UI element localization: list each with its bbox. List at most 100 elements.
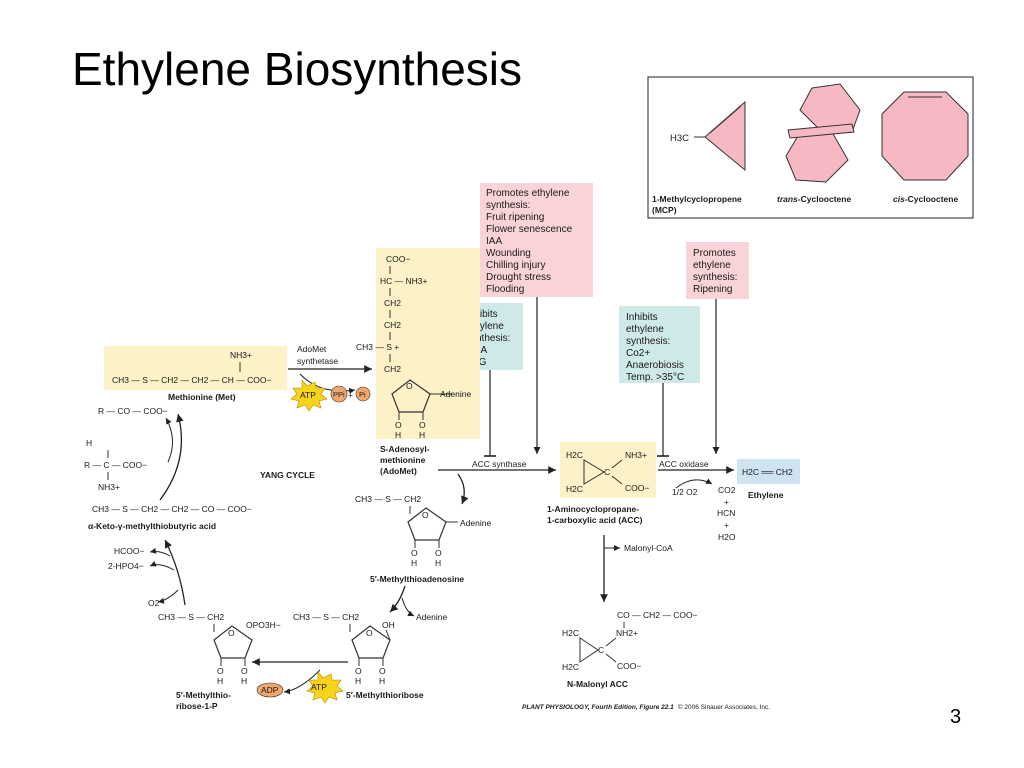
svg-text:O: O <box>228 628 235 638</box>
acc-structure: H2C H2C C NH3+ COO− <box>560 442 656 498</box>
mcp-structure: H3C <box>670 100 746 172</box>
acc-label: 1-Aminocyclopropane- <box>547 504 639 514</box>
svg-text:H: H <box>217 676 223 686</box>
svg-text:O: O <box>422 510 429 520</box>
inhibitor-inset-panel: H3C 1-Methylcyclopropene (MCP) trans-Cyc… <box>647 76 974 219</box>
met-chain: CH3 — S — CH2 — CH2 — CH — COO− <box>112 375 271 385</box>
mcp-label: 1-Methylcyclopropene <box>652 194 742 204</box>
cis-cyclooctene-structure <box>881 91 969 181</box>
svg-text:O: O <box>395 420 402 430</box>
aa-mid: R — C — COO− <box>84 460 147 470</box>
mtr1p-label-2: ribose-1-P <box>176 701 218 711</box>
h2o-label: H2O <box>718 532 736 542</box>
acc-h2c-top: H2C <box>566 450 583 460</box>
mtr-oh: OH <box>382 620 395 630</box>
hcn-label: HCN <box>717 508 735 518</box>
acc-synthase-label: ACC synthase <box>472 459 527 469</box>
mta-structure: CH3 — S — CH2 O Adenine O O H H <box>355 494 491 568</box>
adomet-structure: COO− HC — NH3+ CH2 CH2 CH3 — S + CH2 O A… <box>356 248 480 440</box>
cis-cyclooctene-label: cis-Cyclooctene <box>893 194 958 204</box>
ppi-label: PPi <box>333 390 345 399</box>
n-malonyl-acc-structure: CO — CH2 — COO− NH2+ H2C H2C C COO− <box>562 610 698 672</box>
inhibits-oxidase-text: Inhibits ethylene synthesis: Co2+ Anaero… <box>626 312 687 383</box>
keto-label: α-Keto-γ-methylthiobutyric acid <box>88 521 216 531</box>
mtr1p-label: 5′-Methylthio- <box>176 690 231 700</box>
atp-label-1: ATP <box>300 390 316 400</box>
promotes-ripening-text: Promotes ethylene synthesis: Ripening <box>693 248 740 295</box>
adomet-coo: COO− <box>386 254 410 264</box>
trans-cyclooctene-label: trans-Cyclooctene <box>777 194 851 204</box>
met-nh3: NH3+ <box>230 350 252 360</box>
mtr1p-chain: CH3 — S — CH2 <box>158 612 224 622</box>
adomet-ch3s: CH3 — S + <box>356 342 399 352</box>
adomet-ring-o: O <box>406 381 413 391</box>
co2-label: CO2 <box>718 485 736 495</box>
atp-burst-1: ATP <box>290 379 328 412</box>
figure-credit: PLANT PHYSIOLOGY, Fourth Edition, Figure… <box>522 703 770 711</box>
adomet-label-3: (AdoMet) <box>380 466 417 476</box>
ppi-plus: + <box>348 390 353 400</box>
mtr1p-structure: CH3 — S — CH2 O OPO3H− O O H H <box>158 612 281 686</box>
svg-text:H: H <box>419 430 425 440</box>
atp-burst-2: ATP <box>306 671 344 704</box>
mta-chain: CH3 — S — CH2 <box>355 494 421 504</box>
promotes-ethylene-text: Promotes ethylene synthesis: Fruit ripen… <box>486 188 575 295</box>
mtr-label: 5′-Methylthioribose <box>346 690 424 700</box>
acc-nh3: NH3+ <box>625 450 647 460</box>
promotes-ethylene-box: Promotes ethylene synthesis: Fruit ripen… <box>480 183 593 297</box>
trans-cyclooctene-structure <box>785 83 861 183</box>
svg-text:+: + <box>724 497 729 507</box>
keto-chain: CH3 — S — CH2 — CH2 — CO — COO− <box>92 504 252 514</box>
aa-nh3: NH3+ <box>98 482 120 492</box>
ppi-pi-group: PPi + Pi <box>330 385 371 403</box>
methionine-structure: NH3+ CH3 — S — CH2 — CH2 — CH — COO− <box>104 346 287 390</box>
svg-text:O: O <box>379 666 386 676</box>
hpo4-label: 2-HPO4− <box>108 561 144 571</box>
adomet-label: S-Adenosyl- <box>380 444 430 454</box>
adp-oval: ADP <box>256 682 284 698</box>
adomet-synthetase-label-2: synthetase <box>297 356 338 366</box>
pi-label: Pi <box>359 390 366 399</box>
svg-text:O: O <box>435 548 442 558</box>
ethylene-formula: H2C ══ CH2 <box>742 467 793 477</box>
nmalonyl-h2c-bot: H2C <box>562 662 579 672</box>
adomet-ch2b: CH2 <box>384 320 401 330</box>
svg-text:H: H <box>435 558 441 568</box>
atp-label-2: ATP <box>311 682 327 692</box>
adomet-hc: HC — NH3+ <box>380 276 428 286</box>
svg-text:H: H <box>395 430 401 440</box>
svg-text:H: H <box>379 676 385 686</box>
inhibits-oxidase-box: Inhibits ethylene synthesis: Co2+ Anaero… <box>619 306 700 383</box>
mtr-adenine: Adenine <box>416 612 447 622</box>
mta-label: 5′-Methylthioadenosine <box>370 574 464 584</box>
mtr-chain: CH3 — S — CH2 <box>293 612 359 622</box>
svg-text:O: O <box>217 666 224 676</box>
svg-text:H: H <box>355 676 361 686</box>
o2-label: O2 <box>148 598 160 608</box>
nmalonyl-h2c-top: H2C <box>562 628 579 638</box>
aa-h: H <box>86 438 92 448</box>
mcp-label-abbr: (MCP) <box>652 205 677 215</box>
malonyl-coa-label: Malonyl-CoA <box>624 543 673 553</box>
aa-top: R — CO — COO− <box>98 406 168 416</box>
acc-h2c-bot: H2C <box>566 484 583 494</box>
nmalonyl-nh: NH2+ <box>616 628 638 638</box>
mtr-structure: CH3 — S — CH2 O OH O O H H <box>293 612 395 686</box>
acc-coo: COO− <box>625 483 649 493</box>
adomet-label-2: methionine <box>380 455 426 465</box>
slide-title: Ethylene Biosynthesis <box>72 43 523 95</box>
acc-c: C <box>604 467 610 477</box>
svg-text:H: H <box>241 676 247 686</box>
svg-text:O: O <box>366 628 373 638</box>
half-o2: 1/2 O2 <box>672 487 698 497</box>
adomet-ch2c: CH2 <box>384 364 401 374</box>
mcp-formula: H3C <box>670 133 689 144</box>
svg-text:+: + <box>724 520 729 530</box>
svg-text:H: H <box>411 558 417 568</box>
hcoo-label: HCOO− <box>114 546 145 556</box>
svg-text:O: O <box>355 666 362 676</box>
ethylene-structure: H2C ══ CH2 <box>737 459 800 484</box>
svg-text:O: O <box>419 420 426 430</box>
adomet-synthetase-label: AdoMet <box>297 344 327 354</box>
